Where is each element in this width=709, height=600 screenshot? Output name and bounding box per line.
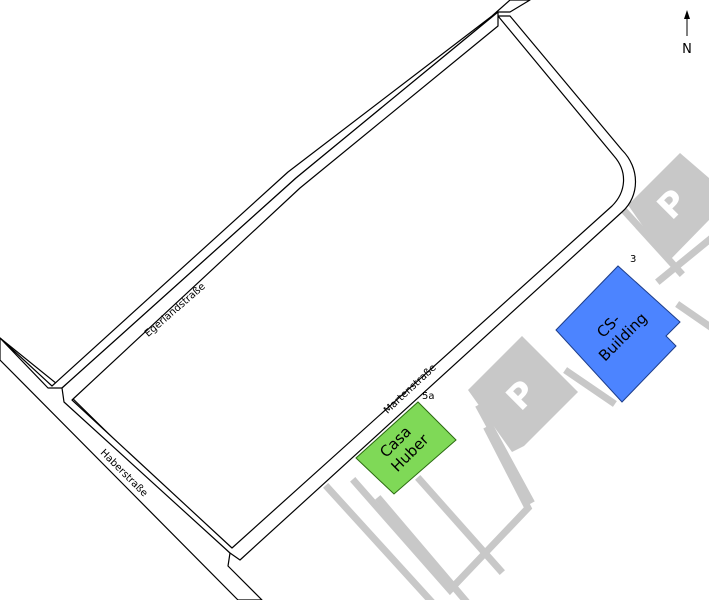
parking-lot-northeast: P [628, 153, 709, 262]
casa-huber-shape[interactable] [355, 401, 457, 495]
parking-area: P P [323, 153, 709, 600]
building-cs[interactable]: CS- Building 3 [555, 254, 681, 403]
cs-building-shape[interactable] [555, 265, 681, 403]
north-arrow-icon [684, 10, 690, 19]
parking-lot-south: P [468, 336, 578, 452]
loop-road [61, 11, 636, 561]
cs-building-number: 3 [630, 254, 636, 265]
north-arrow: N [682, 10, 692, 57]
casa-huber-number: 5a [422, 391, 435, 402]
north-label: N [682, 42, 692, 57]
egerland-marten-loop [0, 0, 531, 389]
road-network [0, 0, 636, 600]
parking-stall-lines [323, 201, 709, 600]
street-label-martenstrasse: Martenstraße [382, 362, 439, 416]
